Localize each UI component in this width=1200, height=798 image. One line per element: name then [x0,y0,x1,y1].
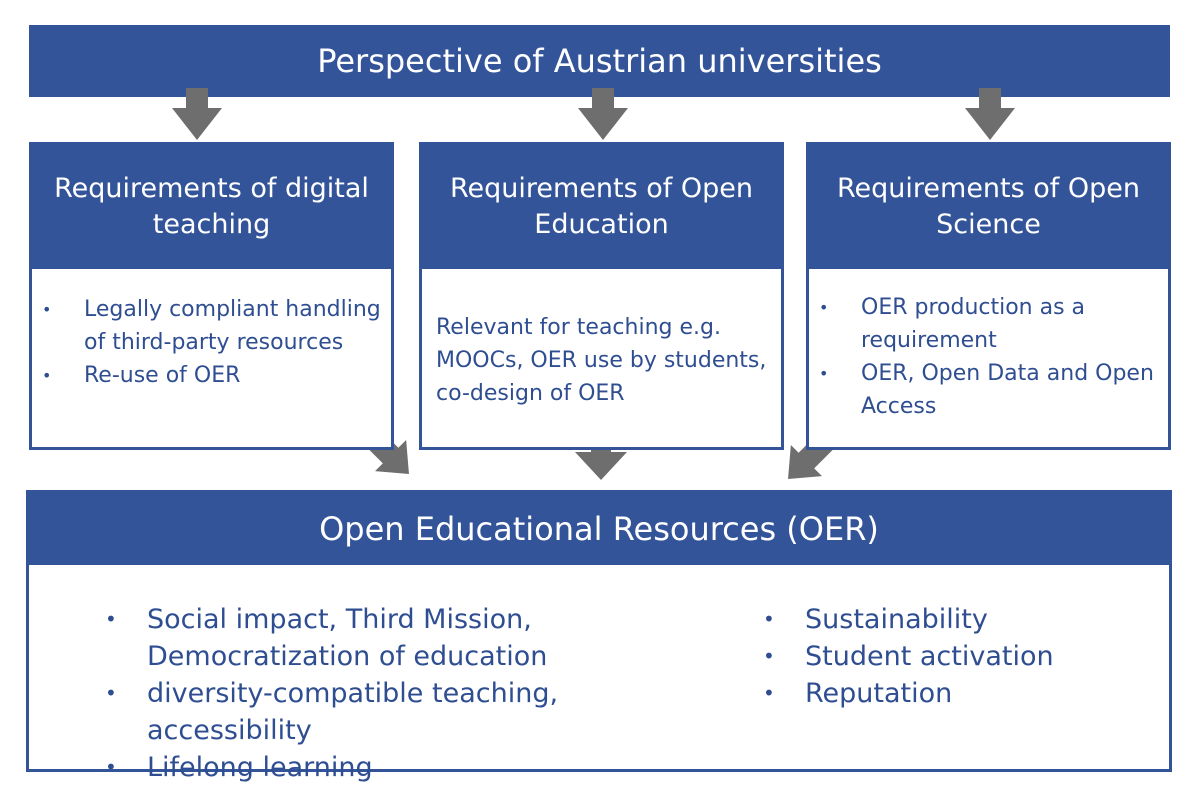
bullet-item: Lifelong learning [105,749,725,786]
bullet-item: diversity-compatible teaching, accessibi… [105,675,725,749]
arrow-down-2 [578,88,628,140]
top-banner-title: Perspective of Austrian universities [317,42,882,80]
oer-right-list: Sustainability Student activation Reputa… [763,601,1143,712]
column-body: Legally compliant handling of third-part… [32,269,391,447]
column-header: Requirements of digital teaching [32,145,391,269]
bullet-item: Social impact, Third Mission, Democratiz… [105,601,725,675]
column-open-education: Requirements of Open Education Relevant … [419,142,784,450]
column-body: Relevant for teaching e.g. MOOCs, OER us… [422,269,781,447]
bullet-item: Sustainability [763,601,1143,638]
column-body: OER production as a requirement OER, Ope… [809,269,1168,447]
oer-header: Open Educational Resources (OER) [29,493,1169,565]
bullet-item: Reputation [763,675,1143,712]
arrow-down-1 [172,88,222,140]
top-banner: Perspective of Austrian universities [29,25,1170,97]
column-header: Requirements of Open Science [809,145,1168,269]
column-header: Requirements of Open Education [422,145,781,269]
oer-box: Open Educational Resources (OER) Social … [26,490,1172,786]
arrow-down-center [575,428,627,480]
arrow-down-3 [965,88,1015,140]
bullet-item: OER, Open Data and Open Access [809,357,1168,423]
oer-left-list: Social impact, Third Mission, Democratiz… [105,601,725,786]
column-open-science: Requirements of Open Science OER product… [806,142,1171,450]
bullet-item: Student activation [763,638,1143,675]
bullet-item: OER production as a requirement [809,291,1168,357]
column-digital-teaching: Requirements of digital teaching Legally… [29,142,394,450]
bullet-item: Re-use of OER [32,359,391,392]
column-text: Relevant for teaching e.g. MOOCs, OER us… [436,315,767,406]
bullet-item: Legally compliant handling of third-part… [32,293,391,359]
